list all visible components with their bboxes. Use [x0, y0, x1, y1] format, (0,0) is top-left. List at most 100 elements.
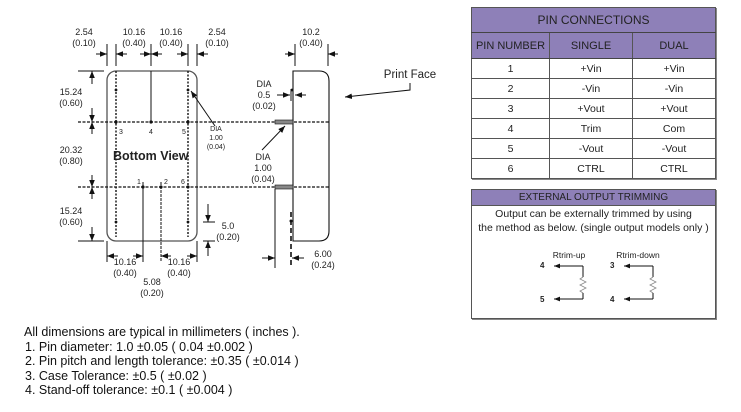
pin-number-labels: 3 4 5 1 2 6: [119, 129, 186, 186]
dimension-notes: All dimensions are typical in millimeter…: [24, 325, 300, 398]
dia-inner-in: (0.04): [207, 144, 225, 151]
cell-single: CTRL: [549, 158, 633, 179]
cell-dual: -Vout: [632, 138, 716, 159]
dim-top-3-mm: 10.16: [160, 27, 183, 37]
dia-side-in: (0.04): [251, 174, 275, 184]
dim-left-2-mm: 20.32: [60, 145, 83, 155]
pin-connections-table: PIN CONNECTIONS PIN NUMBER SINGLE DUAL 1…: [471, 7, 716, 179]
table-row: 1+Vin+Vin: [471, 58, 716, 79]
cell-single: +Vin: [549, 58, 633, 79]
module-side-view: [292, 70, 330, 242]
rtrim-down-resistor-icon: [649, 276, 657, 294]
dia-small-in: (0.02): [252, 101, 276, 111]
col-header-dual: DUAL: [632, 32, 716, 59]
cell-pin: 4: [471, 118, 550, 139]
dim-bottom-3-in: (0.20): [140, 288, 164, 298]
col-header-pin-number: PIN NUMBER: [471, 32, 550, 59]
dim-left-3-mm: 15.24: [60, 206, 83, 216]
dim-bottom-1-in: (0.40): [113, 268, 137, 278]
dia-inner-mm: 1.00: [209, 135, 223, 142]
dim-top-4-in: (0.10): [205, 38, 229, 48]
trimming-description: Output can be externally trimmed by usin…: [472, 207, 715, 235]
rtrim-up-top-pin: 4: [540, 261, 545, 270]
note-item: 4. Stand-off tolerance: ±0.1 ( ±0.004 ): [25, 383, 233, 397]
cell-pin: 5: [471, 138, 550, 159]
table-row: 5-Vout-Vout: [471, 138, 716, 159]
dim-standoff-mm: 5.0: [222, 221, 235, 231]
pin-table-title: PIN CONNECTIONS: [471, 7, 716, 33]
rtrim-down-top-pin: 3: [610, 261, 615, 270]
table-row: 3+Vout+Vout: [471, 98, 716, 119]
cell-dual: -Vin: [632, 78, 716, 99]
trimming-schematic: Rtrim-up 4 5 Rtrim-down 3 4: [540, 250, 660, 304]
cell-dual: Com: [632, 118, 716, 139]
dim-side-width-in: (0.40): [299, 38, 323, 48]
standoff-top-dot: [290, 88, 294, 92]
cell-single: +Vout: [549, 98, 633, 119]
bottom-view-label: Bottom View: [113, 149, 189, 163]
dim-left-3-in: (0.60): [59, 217, 83, 227]
cell-pin: 2: [471, 78, 550, 99]
dim-bottom-3-mm: 5.08: [143, 277, 161, 287]
trimming-desc-line1: Output can be externally trimmed by usin…: [495, 208, 692, 220]
dim-pin-length-mm: 6.00: [314, 249, 332, 259]
dim-left-1-mm: 15.24: [60, 87, 83, 97]
side-pin-lower: [274, 184, 294, 190]
dia-side-leader: [261, 125, 286, 151]
dim-side-width-mm: 10.2: [302, 27, 320, 37]
top-dim-lines: [96, 44, 208, 66]
left-dimensions: 15.24 (0.60) 20.32 (0.80) 15.24 (0.60): [59, 87, 83, 227]
notes-header: All dimensions are typical in millimeter…: [24, 325, 300, 339]
cell-single: -Vout: [549, 138, 633, 159]
dim-bottom-2-mm: 10.16: [168, 257, 191, 267]
pin-label-1: 1: [137, 179, 141, 186]
dim-top-3-in: (0.40): [159, 38, 183, 48]
print-face-leader: [344, 83, 411, 100]
pin-label-4: 4: [149, 129, 153, 136]
external-output-trimming-box: EXTERNAL OUTPUT TRIMMING Output can be e…: [471, 189, 716, 319]
dim-top-4-mm: 2.54: [208, 27, 226, 37]
dim-top-1-in: (0.10): [72, 38, 96, 48]
dim-bottom-1-mm: 10.16: [114, 257, 137, 267]
standoff-dot: [289, 219, 293, 223]
dia-inner-leader: [190, 90, 216, 127]
cell-pin: 3: [471, 98, 550, 119]
cell-single: -Vin: [549, 78, 633, 99]
dia-small-arrows: [277, 89, 306, 101]
dia-small-label: DIA: [256, 79, 271, 89]
pin-label-2: 2: [164, 179, 168, 186]
pin-dots: [114, 88, 190, 224]
pin-label-5: 5: [182, 129, 186, 136]
trimming-title: EXTERNAL OUTPUT TRIMMING: [472, 190, 715, 206]
standoff-dim-lines: [203, 204, 215, 256]
rtrim-down-label: Rtrim-down: [616, 250, 660, 260]
rtrim-up-label: Rtrim-up: [553, 250, 586, 260]
pin-lines: [106, 71, 198, 262]
pin-label-6: 6: [181, 179, 185, 186]
mechanical-drawing: 2.54 (0.10) 10.16 (0.40) 10.16 (0.40) 2.…: [59, 27, 436, 298]
cell-dual: +Vin: [632, 58, 716, 79]
dim-top-2-mm: 10.16: [123, 27, 146, 37]
dim-standoff-in: (0.20): [216, 232, 240, 242]
pin-label-3: 3: [119, 129, 123, 136]
trimming-desc-line2: the method as below. (single output mode…: [478, 222, 709, 234]
col-header-single: SINGLE: [549, 32, 633, 59]
rtrim-down-bottom-pin: 4: [610, 295, 615, 304]
dim-left-2-in: (0.80): [59, 156, 83, 166]
dim-top-1-mm: 2.54: [75, 27, 93, 37]
side-width-dim: [285, 44, 338, 66]
dim-pin-length-in: (0.24): [311, 260, 335, 270]
module-body-bottom-view: [106, 70, 198, 242]
cell-pin: 1: [471, 58, 550, 79]
cell-pin: 6: [471, 158, 550, 179]
dia-inner-label: DIA: [210, 126, 222, 133]
cell-dual: CTRL: [632, 158, 716, 179]
print-face-label: Print Face: [384, 69, 436, 81]
cell-dual: +Vout: [632, 98, 716, 119]
dia-small-mm: 0.5: [258, 90, 271, 100]
cell-single: Trim: [549, 118, 633, 139]
note-item: 3. Case Tolerance: ±0.5 ( ±0.02 ): [25, 368, 207, 383]
note-item: 1. Pin diameter: 1.0 ±0.05 ( 0.04 ±0.002…: [25, 339, 253, 354]
